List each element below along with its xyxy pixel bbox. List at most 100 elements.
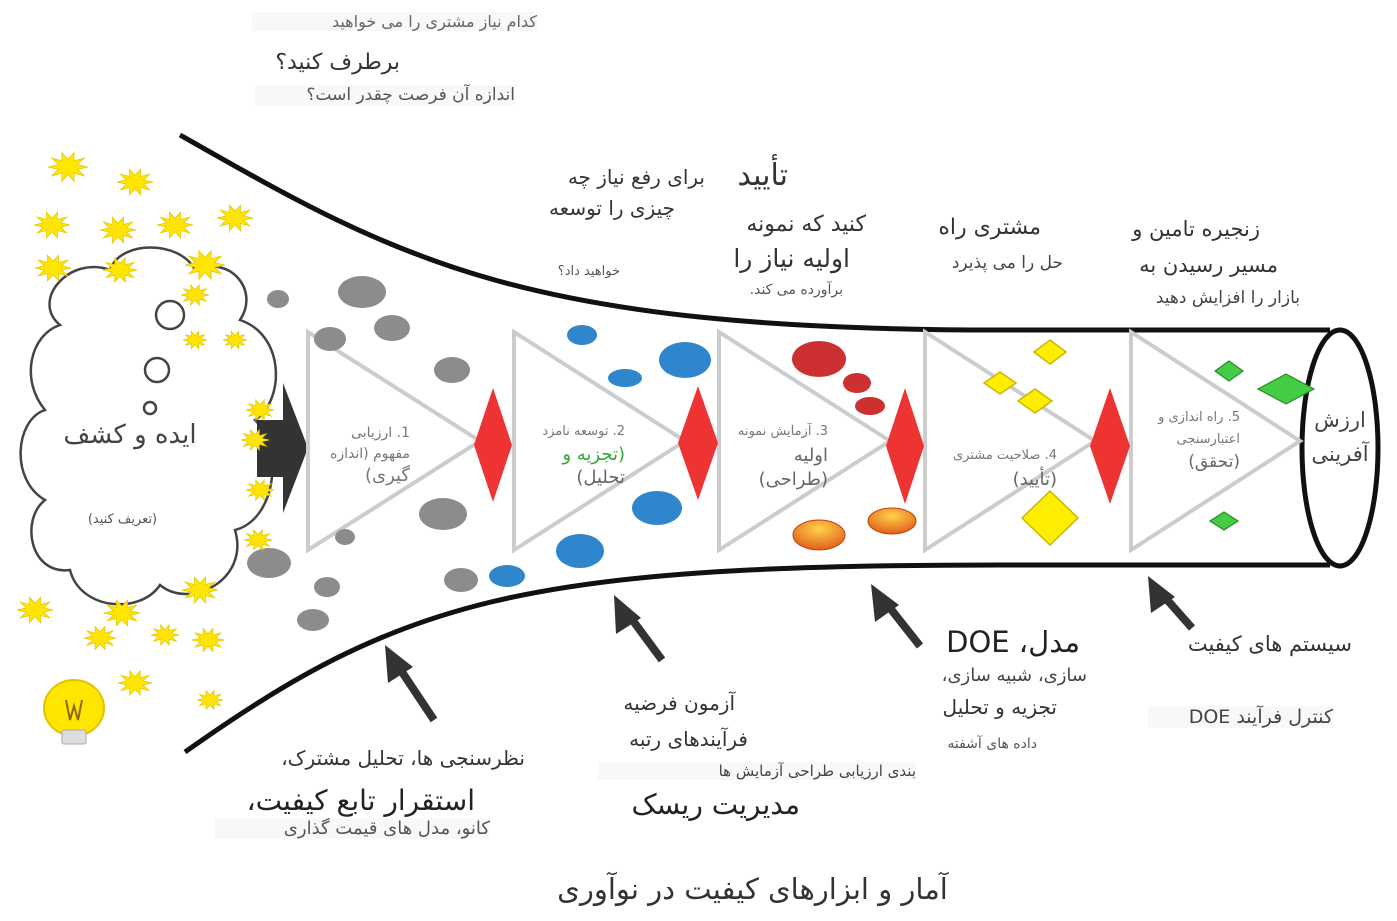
quality-systems-note-1: سیستم های کیفیت: [1187, 632, 1352, 656]
spark-icon: [156, 211, 194, 239]
blue-dot: [659, 342, 711, 378]
value-line2: آفرینی: [1311, 442, 1369, 466]
funnel-mouth-ellipse: [1299, 327, 1381, 569]
blue-dot: [608, 369, 642, 387]
spark-icon: [191, 627, 225, 653]
spark-icon: [184, 249, 226, 281]
gray-dot: [374, 315, 410, 341]
blue-dot: [567, 325, 597, 345]
tool-arrow-1: [385, 645, 438, 723]
stage-5-line3: (تحقق): [1188, 452, 1240, 472]
thought-bubble-large: [154, 299, 186, 331]
idea-sparks: [16, 151, 275, 711]
gates: [474, 386, 1130, 504]
spark-icon: [245, 398, 275, 422]
thought-bubble-small: [142, 400, 158, 416]
green-diamond: [1213, 360, 1245, 382]
yellow-diamond: [1020, 489, 1080, 547]
spark-icon: [99, 216, 137, 244]
spark-icon: [102, 256, 138, 284]
hypothesis-note-4: مدیریت ریسک: [631, 788, 800, 821]
green-diamonds: [1208, 360, 1316, 531]
confirm-note-2: اولیه نیاز را: [733, 244, 850, 273]
stage-2-line1: 2. توسعه نامزد: [542, 424, 625, 439]
supply-note-3: بازار را افزایش دهید: [1155, 288, 1300, 308]
thought-bubble-medium: [143, 356, 171, 384]
orange-dots: [792, 507, 917, 551]
blue-dots: [489, 325, 711, 587]
spark-icon: [150, 623, 180, 647]
stage-triangle-2: [512, 328, 689, 554]
gray-dots: [247, 276, 478, 631]
red-dot: [792, 341, 846, 377]
spark-icon: [103, 599, 141, 627]
survey-note-3: کانو، مدل های قیمت گذاری: [215, 818, 490, 839]
develop-note-1: برای رفع نیاز چه: [567, 165, 705, 189]
idea-cloud: [19, 246, 278, 606]
gray-dot: [314, 327, 346, 351]
doe-note-4: داده های آشفته: [947, 736, 1037, 752]
survey-note-2: استقرار تابع کیفیت،: [246, 784, 475, 817]
doe-note-3: تجزیه و تحلیل: [942, 695, 1057, 719]
spark-icon: [33, 211, 71, 239]
gray-dot: [419, 498, 467, 530]
stage-label-4: 4. صلاحیت مشتری (تأیید): [922, 444, 1057, 492]
spark-icon: [47, 151, 89, 183]
spark-icon: [243, 528, 273, 552]
entry-arrow: [257, 383, 308, 513]
spark-icon: [181, 576, 219, 604]
stage-label-2: 2. توسعه نامزد (تجزیه و تحلیل): [510, 420, 625, 489]
stage-3-line3: (طراحی): [758, 469, 828, 490]
gray-dot: [314, 577, 340, 597]
confirm-title: تأیید: [737, 158, 788, 193]
green-diamond: [1208, 511, 1240, 531]
gate-4: [1090, 388, 1130, 504]
stage-4-line1: 4. صلاحیت مشتری: [952, 448, 1057, 463]
gray-dot: [267, 290, 289, 308]
gray-dot: [338, 276, 386, 308]
blue-dot: [632, 491, 682, 525]
stage-triangle-5: [1129, 328, 1304, 554]
hypothesis-note-1: آزمون فرضیه: [623, 691, 735, 715]
stage-2-line2: (تجزیه و: [562, 444, 625, 465]
value-creation-label: ارزش آفرینی: [1300, 403, 1380, 471]
yellow-diamond: [1032, 339, 1068, 365]
stage-label-1: 1. ارزیابی مفهوم (اندازه گیری): [300, 423, 410, 486]
gray-dot: [297, 609, 329, 631]
gate-2: [678, 386, 718, 500]
spark-icon: [34, 254, 72, 282]
stage-triangles: [306, 328, 1304, 554]
gray-dot: [335, 529, 355, 545]
doe-note-1: مدل، DOE: [946, 625, 1080, 659]
red-dots: [792, 341, 885, 415]
tool-arrow-4: [1148, 576, 1195, 631]
green-diamond: [1256, 373, 1316, 405]
gray-dot: [444, 568, 478, 592]
stage-label-5: 5. راه اندازی و اعتبارسنجی (تحقق): [1130, 407, 1240, 473]
stage-1-line2: مفهوم (اندازه: [330, 446, 410, 462]
funnel-bottom-curve: [183, 562, 1330, 755]
idea-subtitle: (تعریف کنید): [87, 512, 158, 527]
spark-icon: [216, 204, 254, 232]
stage-1-line1: 1. ارزیابی: [351, 425, 410, 441]
stage-5-line2: اعتبارسنجی: [1176, 432, 1241, 447]
supply-note-2: مسیر رسیدن به: [1139, 253, 1278, 277]
light-bulb-icon: [43, 679, 105, 745]
need-question-3: اندازه آن فرصت چقدر است؟: [255, 85, 515, 105]
diagram-caption: آمار و ابزارهای کیفیت در نوآوری: [557, 872, 948, 906]
supply-note-1: زنجیره تامین و: [1132, 217, 1260, 241]
stage-3-line2: اولیه: [793, 445, 828, 466]
customer-note-2: حل را می پذیرد: [951, 253, 1063, 273]
stage-1-line3: گیری): [364, 465, 410, 486]
stage-4-line2: (تأیید): [1012, 469, 1057, 490]
stage-triangle-1: [306, 328, 484, 554]
red-dot: [843, 373, 871, 393]
orange-dot: [867, 507, 917, 535]
spark-icon: [240, 428, 270, 452]
doe-note-2: سازی، شبیه سازی،: [941, 665, 1087, 686]
blue-dot: [556, 534, 604, 568]
hypothesis-note-2: فرآیندهای رتبه: [629, 727, 748, 751]
stage-2-line3: تحلیل): [576, 467, 625, 488]
spark-icon: [16, 596, 54, 624]
